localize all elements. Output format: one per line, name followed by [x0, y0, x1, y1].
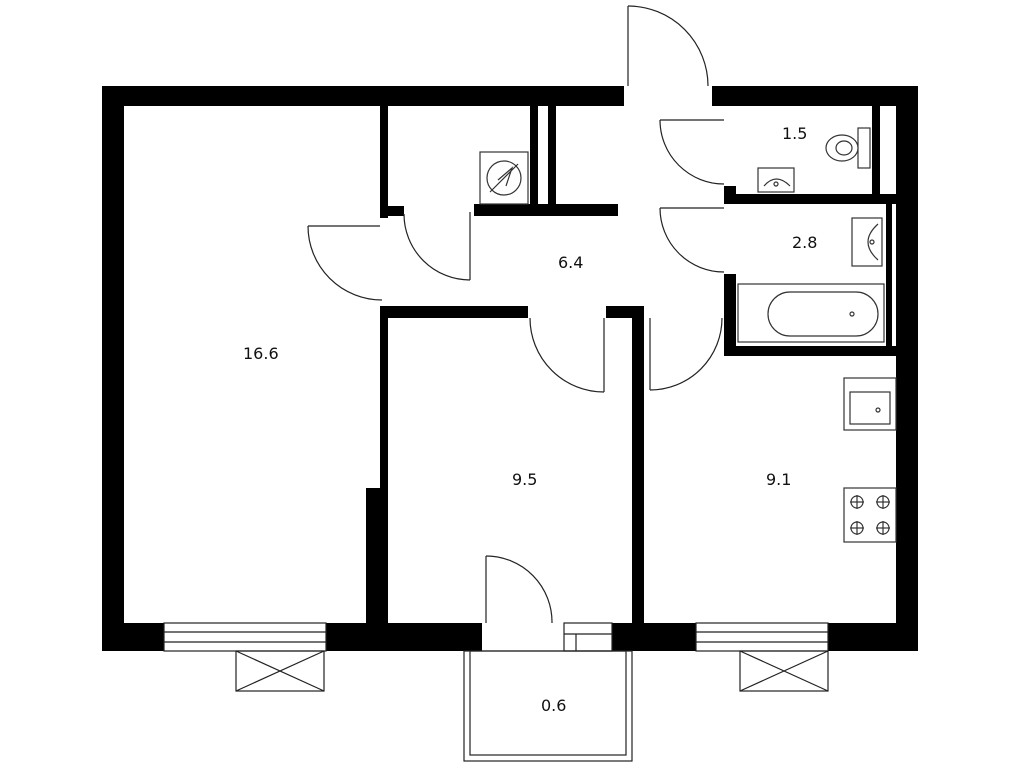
room-hall-area: 6.4	[558, 253, 583, 272]
doors	[307, 5, 725, 624]
door-bedroom	[529, 317, 605, 393]
kitchen-sink-icon	[843, 377, 897, 431]
door-living	[307, 225, 383, 301]
room-wc-area: 1.5	[782, 124, 807, 143]
wall-closet-a	[530, 106, 538, 204]
wall-top-left	[102, 86, 624, 106]
wall-bottom-3	[612, 623, 696, 651]
bath-sink-icon	[851, 217, 883, 267]
wall-living-pier	[366, 488, 388, 623]
wall-bottom-4	[828, 623, 918, 651]
wall-bottom-1	[102, 623, 164, 651]
wall-wc-bath	[724, 194, 896, 204]
room-bath-area: 2.8	[792, 233, 817, 252]
wall-bath-left	[724, 274, 736, 356]
wall-living-lower	[380, 306, 388, 623]
room-balcony-area: 0.6	[541, 696, 566, 715]
wall-left	[102, 86, 124, 651]
room-living-area: 16.6	[243, 344, 279, 363]
wall-bath-bottom	[724, 346, 896, 356]
door-entrance	[627, 5, 709, 87]
room-kitchen-area: 9.1	[766, 470, 791, 489]
wall-bedroom-kitchen	[632, 306, 644, 623]
windows	[163, 622, 829, 692]
bathtub-icon	[737, 283, 885, 343]
room-bedroom-area: 9.5	[512, 470, 537, 489]
balcony	[463, 650, 633, 762]
area-labels: 16.6 6.4 1.5 2.8 9.5 9.1 0.6	[243, 124, 817, 715]
wall-living-upper	[380, 106, 388, 218]
door-wc	[659, 119, 725, 185]
interior-walls	[366, 86, 896, 623]
door-bath	[659, 207, 725, 273]
wall-wc-right	[872, 106, 880, 194]
door-closet	[403, 212, 471, 281]
stove-icon	[843, 487, 897, 543]
window-balcony-side	[563, 622, 613, 652]
wc-sink-icon	[757, 167, 795, 193]
window-kitchen	[695, 622, 829, 692]
wall-closet-b	[548, 106, 556, 204]
wall-bottom-2	[326, 623, 482, 651]
wall-right	[896, 86, 918, 651]
wall-living-stub	[380, 206, 404, 216]
wall-wc-stub-top	[712, 86, 724, 104]
electrical-panel	[479, 151, 529, 205]
wall-bedroom-top	[388, 306, 528, 318]
wall-closet-bottom	[474, 204, 618, 216]
toilet-icon	[825, 127, 871, 169]
window-living	[163, 622, 327, 692]
outer-walls	[102, 86, 918, 651]
door-balcony	[485, 555, 553, 624]
door-kitchen	[649, 317, 723, 391]
wall-bath-right	[886, 204, 892, 346]
wall-top-right	[712, 86, 918, 106]
